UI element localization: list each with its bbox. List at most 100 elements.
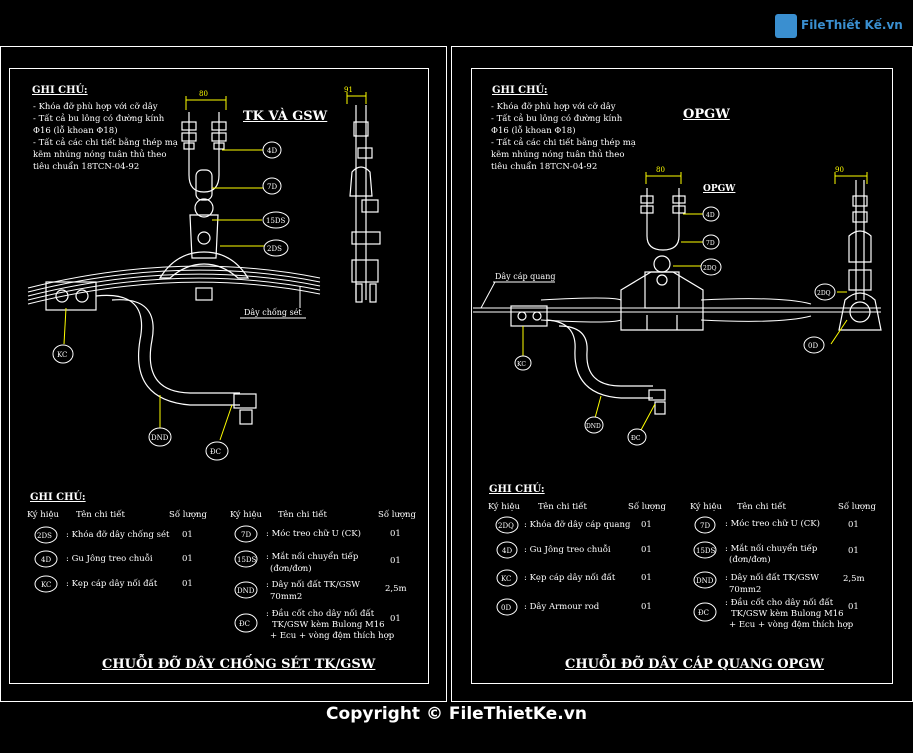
callout-ellipses: [52, 141, 290, 461]
hdr-qty: Số lượng: [169, 510, 207, 520]
site-logo[interactable]: FileThiết Kế.vn: [775, 12, 903, 40]
row-qty: 01: [641, 545, 652, 555]
callout-DC: ĐC: [631, 435, 641, 442]
row-qty: 01: [182, 530, 193, 540]
code-7D: 7D: [241, 531, 251, 539]
code-4D: 4D: [41, 556, 51, 564]
row-name: : Khóa đỡ dây cáp quang: [524, 520, 631, 530]
u-bolt: [181, 112, 227, 193]
row-name: : Đầu cốt cho dây nối đất: [266, 609, 375, 619]
logo-text: FileThiết Kế.vn: [801, 18, 903, 32]
hdr-name-2: Tên chi tiết: [278, 510, 327, 520]
row-name-3: + Ecu + vòng đệm thích hợp: [270, 631, 395, 641]
callout-ellipses: [514, 206, 836, 446]
note-line: kẽm nhúng nóng tuân thủ theo: [33, 150, 167, 160]
left-notes: - Khóa đỡ phù hợp với cỡ dây - Tất cả bu…: [33, 101, 178, 173]
row-name: : Dây nối đất TK/GSW: [725, 573, 820, 583]
logo-badge-icon: [775, 14, 797, 38]
hdr-name: Tên chi tiết: [538, 502, 587, 512]
right-table-symbols: 2DQ 4D KC 0D 7D 15DS DND ĐC: [495, 516, 717, 622]
left-notes-title: GHI CHÚ:: [32, 85, 88, 96]
row-qty: 01: [641, 573, 652, 583]
row-name-3: + Ecu + vòng đệm thích hợp: [729, 620, 854, 630]
dim-label: 80: [199, 90, 208, 98]
row-name: : Gu Jông treo chuỗi: [66, 554, 153, 564]
callout-DND: DND: [586, 423, 601, 430]
note-line: - Tất cả bu lông có đường kính: [33, 114, 165, 124]
code-DND: DND: [237, 587, 255, 595]
hdr-qty-2: Số lượng: [838, 502, 876, 512]
hdr-code-2: Ký hiệu: [230, 510, 263, 520]
hdr-name-2: Tên chi tiết: [737, 502, 786, 512]
row-qty: 01: [848, 546, 859, 556]
code-KC: KC: [41, 581, 51, 589]
callout-KC: KC: [57, 351, 67, 359]
left-caption: CHUỖI ĐỠ DÂY CHỐNG SÉT TK/GSW: [102, 657, 376, 672]
row-name: : Kẹp cáp dây nối đất: [524, 573, 616, 583]
note-line: - Tất cả các chi tiết bằng thép mạ: [491, 138, 636, 148]
hdr-code: Ký hiệu: [488, 502, 521, 512]
code-2DQ: 2DQ: [498, 522, 514, 530]
leader-lines: [522, 213, 848, 431]
row-name: : Gu Jông treo chuỗi: [524, 545, 611, 555]
wire-leader: [480, 281, 496, 309]
row-name: : Dây Armour rod: [524, 602, 600, 612]
hdr-name: Tên chi tiết: [76, 510, 125, 520]
callout-4D: 4D: [267, 147, 277, 155]
right-drawing: 80 90: [473, 166, 882, 446]
callout-0D: 0D: [808, 342, 818, 350]
right-notes-title: GHI CHÚ:: [492, 85, 548, 96]
suspension-clamp: [620, 271, 704, 331]
left-table-symbols: 2DS 4D KC 7D 15DS DND ĐC: [34, 525, 258, 633]
code-2DS: 2DS: [37, 532, 52, 540]
dim-label: 80: [656, 166, 665, 174]
row-name: : Mắt nối chuyển tiếp: [725, 544, 818, 554]
earth-clamp: [45, 281, 257, 425]
hdr-code-2: Ký hiệu: [690, 502, 723, 512]
note-line: tiêu chuẩn 18TCN-04-92: [33, 162, 140, 172]
copyright-footer: Copyright © FileThietKe.vn: [326, 704, 587, 724]
row-qty: 01: [182, 579, 193, 589]
right-notes: - Khóa đỡ phù hợp với cỡ dây - Tất cả bu…: [491, 101, 636, 173]
row-name: : Móc treo chữ U (CK): [266, 529, 361, 539]
callout-KC: KC: [517, 361, 526, 368]
row-qty: 01: [390, 529, 401, 539]
row-name: : Đầu cốt cho dây nối đất: [725, 598, 834, 608]
row-qty: 01: [641, 520, 652, 530]
code-15DS: 15DS: [696, 547, 716, 555]
side-view: [838, 180, 882, 331]
note-line: Φ16 (lỗ khoan Φ18): [33, 126, 118, 136]
shield-wire: [27, 265, 321, 305]
note-line: - Tất cả bu lông có đường kính: [491, 114, 623, 124]
code-0D: 0D: [501, 604, 511, 612]
code-15DS: 15DS: [237, 556, 257, 564]
callout-DC: ĐC: [210, 448, 221, 456]
code-4D: 4D: [502, 547, 512, 555]
hdr-code: Ký hiệu: [27, 510, 60, 520]
right-caption: CHUỖI ĐỠ DÂY CÁP QUANG OPGW: [565, 657, 825, 672]
right-drawing-border: [471, 68, 893, 684]
row-name-2: (đơn/đơn): [729, 555, 771, 565]
earth-clamp: [510, 305, 666, 415]
code-KC: KC: [501, 575, 511, 583]
row-qty: 01: [848, 520, 859, 530]
note-line: Φ16 (lỗ khoan Φ18): [491, 126, 576, 136]
code-7D: 7D: [700, 522, 710, 530]
callout-15DS: 15DS: [266, 217, 286, 225]
note-line: tiêu chuẩn 18TCN-04-92: [491, 162, 598, 172]
row-name: : Khóa đỡ dây chống sét: [66, 530, 170, 540]
callout-2DQ: 2DQ: [703, 265, 717, 272]
left-drawing: 80 91: [27, 86, 381, 461]
row-name-2: TK/GSW kèm Bulong M16: [272, 620, 385, 630]
left-drawing-border: [9, 68, 429, 684]
leader-lines: [63, 149, 264, 441]
row-name-2: 70mm2: [729, 585, 762, 595]
right-table-title: GHI CHÚ:: [489, 484, 545, 495]
hdr-qty-2: Số lượng: [378, 510, 416, 520]
callout-2DQ-side: 2DQ: [817, 290, 831, 297]
note-line: - Tất cả các chi tiết bằng thép mạ: [33, 138, 178, 148]
wire-label: Dây cáp quang: [495, 272, 555, 281]
row-name: : Mắt nối chuyển tiếp: [266, 552, 359, 562]
callout-7D: 7D: [706, 240, 715, 247]
row-qty: 01: [848, 602, 859, 612]
